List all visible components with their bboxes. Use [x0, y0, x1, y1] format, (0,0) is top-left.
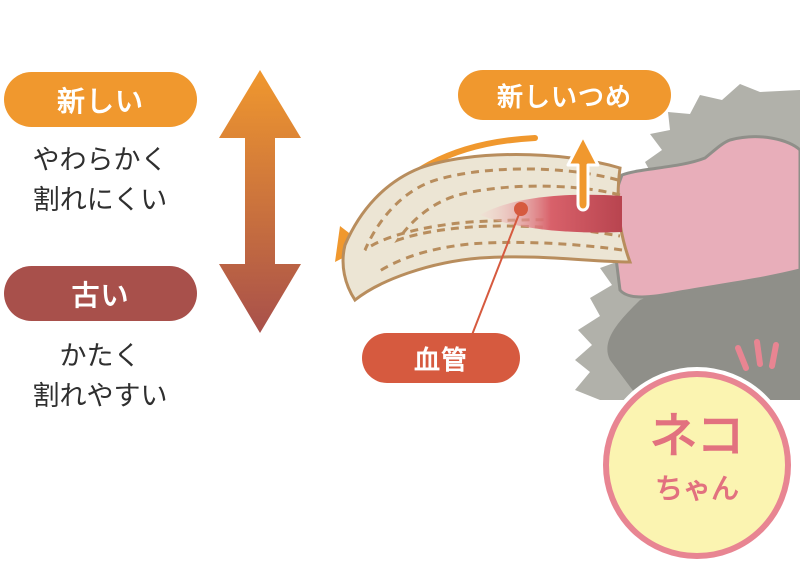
badge-title: ネコ [649, 408, 745, 464]
new-claw-arrow [566, 134, 600, 212]
claw-layer-middle [394, 184, 621, 243]
cat-fur-lower [607, 250, 800, 400]
old-description-line2: 割れやすい [32, 381, 168, 412]
blood-vessel-label: 血管 [362, 333, 520, 383]
old-label: 古い [4, 266, 197, 321]
new-description-line2: 割れにくい [32, 185, 168, 216]
cat-badge [599, 367, 795, 563]
cat-toe [610, 135, 800, 299]
old-description: かたく 割れやすい [0, 337, 200, 417]
new-description: やわらかく 割れにくい [0, 141, 200, 221]
badge-subtitle: ちゃん [654, 472, 739, 505]
new-description-line1: やわらかく [32, 145, 168, 176]
age-gradient-arrow [219, 70, 301, 333]
old-description-line1: かたく [59, 341, 141, 372]
vessel-pointer-dot [514, 202, 528, 216]
vessel-pointer-line [469, 208, 522, 341]
claw-layer-inner [377, 240, 623, 274]
new-label: 新しい [4, 72, 197, 127]
emphasis-marks [735, 339, 779, 371]
cat-badge-ring [603, 371, 791, 559]
new-claw-label: 新しいつめ [458, 70, 671, 120]
